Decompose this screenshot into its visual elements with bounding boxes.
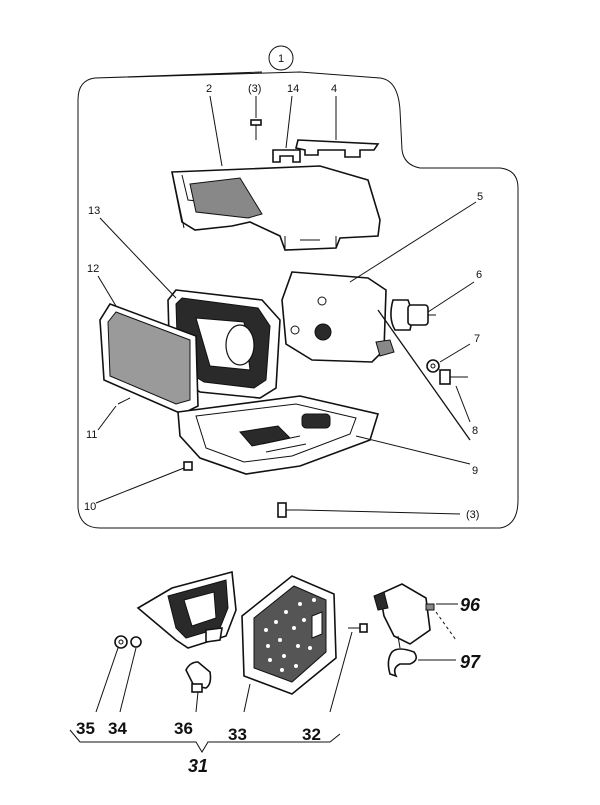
assembly-callout-circle xyxy=(268,45,294,71)
part-14-clip xyxy=(272,149,301,163)
label-part-6: 6 xyxy=(476,269,482,281)
part-36-bulb xyxy=(185,661,212,693)
label-part-10: 10 xyxy=(84,501,96,513)
label-part-35: 35 xyxy=(76,719,95,738)
part-33-lens xyxy=(241,575,337,695)
label-part-33: 33 xyxy=(228,725,247,744)
label-part-34: 34 xyxy=(108,719,127,738)
part-6-bulb xyxy=(390,299,436,331)
label-part-11: 11 xyxy=(86,429,97,441)
part-4-strip xyxy=(295,139,380,158)
label-part-3-top: (3) xyxy=(248,83,261,95)
label-part-4: 4 xyxy=(331,83,337,95)
part-10-nut xyxy=(183,461,193,471)
label-part-13: 13 xyxy=(88,205,100,217)
assembly-callout-number: 1 xyxy=(278,53,284,65)
label-part-5: 5 xyxy=(477,191,483,203)
part-5-holder-plate xyxy=(281,271,395,363)
label-part-97: 97 xyxy=(460,652,481,672)
label-part-36: 36 xyxy=(174,719,193,738)
label-part-32: 32 xyxy=(302,725,321,744)
part-3-screw-bottom xyxy=(277,502,300,518)
part-12-lens xyxy=(99,303,199,415)
assembly-leader-lines xyxy=(95,95,477,515)
part-2-cover xyxy=(171,165,381,251)
part-8-screw xyxy=(439,369,468,385)
part-97-clamp xyxy=(387,648,418,678)
label-part-8: 8 xyxy=(472,425,478,437)
assembly-outline xyxy=(77,71,519,529)
part-9-base xyxy=(177,395,380,475)
part-11-small-screw xyxy=(117,397,131,405)
label-part-14: 14 xyxy=(287,83,299,95)
label-part-2: 2 xyxy=(206,83,212,95)
part-96-switch xyxy=(373,583,435,649)
kit-leader-lines xyxy=(95,603,458,713)
label-part-7: 7 xyxy=(474,333,480,345)
label-part-12: 12 xyxy=(87,263,99,275)
label-part-96: 96 xyxy=(460,595,481,615)
label-part-3-bottom: (3) xyxy=(466,509,479,521)
label-part-9: 9 xyxy=(472,465,478,477)
part-35-grommet xyxy=(114,635,128,649)
part-32-screw xyxy=(348,623,368,633)
label-part-31: 31 xyxy=(188,756,208,776)
part-7-washer xyxy=(426,359,440,373)
part-31-housing xyxy=(136,570,237,649)
part-3-screw-top xyxy=(250,119,262,140)
part-34-ring xyxy=(130,636,142,648)
kit-group-bracket xyxy=(69,729,341,753)
